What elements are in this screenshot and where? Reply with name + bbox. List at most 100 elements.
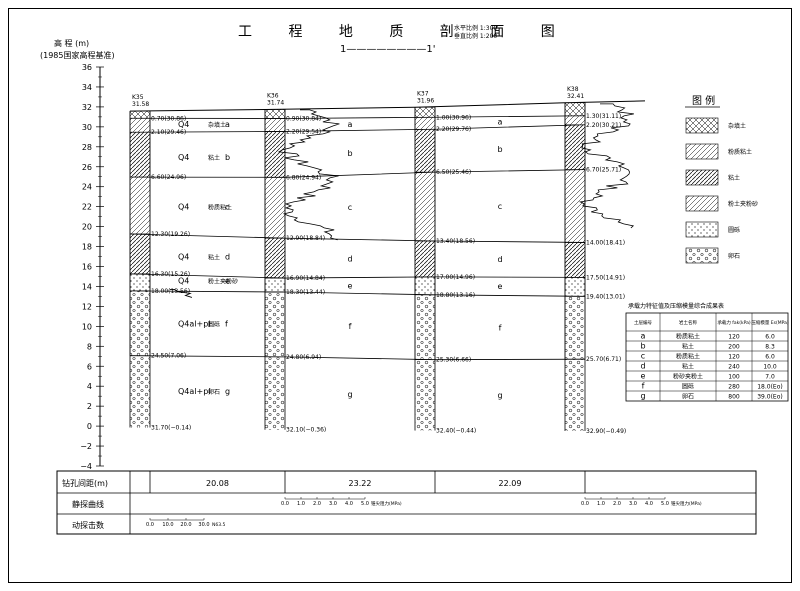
- layer-code-label: b: [497, 145, 502, 154]
- layer-code-label: d: [497, 255, 502, 264]
- y-tick-label: 2: [87, 402, 92, 411]
- y-tick-label: 14: [82, 282, 92, 291]
- borehole-layer: [414, 276, 436, 296]
- table-cell: f: [642, 382, 645, 391]
- table-cell: 120: [728, 334, 740, 341]
- results-table: 承载力特征值及压缩模量综合成果表土层编号岩土名称承载力 fak(kPa)压缩模量…: [625, 302, 789, 402]
- borehole-id: K38: [567, 86, 579, 93]
- depth-label: 12.90(18.84): [286, 235, 325, 242]
- depth-label: 17.50(14.91): [586, 274, 625, 281]
- depth-label: 16.90(14.84): [286, 275, 325, 282]
- table-cell: 卵石: [682, 393, 694, 401]
- svg-text:粉土夹粉砂: 粉土夹粉砂: [208, 277, 238, 285]
- svg-text:c: c: [225, 203, 229, 212]
- svg-text:Q4: Q4: [178, 120, 189, 129]
- svg-text:粘土: 粘土: [208, 254, 220, 262]
- depth-label: 32.10(−0.36): [286, 427, 326, 434]
- borehole-layer: [414, 294, 436, 360]
- borehole-layer: [265, 356, 285, 430]
- borehole-layer: [564, 242, 586, 278]
- horizontal-scale: 水平比例 1:300: [454, 24, 497, 32]
- depth-label: 18.00(13.56): [151, 288, 190, 295]
- cpt-scale-unit: 锥尖阻力(MPa): [371, 500, 402, 507]
- table-header: 压缩模量 Es(MPa): [751, 319, 789, 326]
- depth-label: 2.20(29.54): [286, 128, 321, 135]
- cpt-scale-label: 0.0: [281, 501, 289, 507]
- y-tick-label: 0: [87, 422, 92, 431]
- cpt-scale-label: 5.0: [361, 501, 369, 507]
- borehole-K36: K3631.740.90(30.84)2.20(29.54)6.80(24.94…: [264, 92, 326, 434]
- borehole-layer: [414, 171, 436, 242]
- y-tick-label: 20: [82, 223, 92, 232]
- svg-text:粉质粘土: 粉质粘土: [208, 204, 232, 212]
- y-tick-label: 30: [82, 123, 92, 132]
- borehole-layer: [564, 277, 586, 297]
- borehole-layer: [264, 277, 286, 293]
- cpt-row-label: 静探曲线: [72, 499, 104, 509]
- drawing-title: 工 程 地 质 剖 面 图: [238, 24, 571, 40]
- depth-label: 32.90(−0.49): [586, 428, 626, 435]
- vertical-scale: 垂直比例 1:200: [454, 32, 497, 40]
- cpt-scale-label: 2.0: [613, 501, 621, 507]
- dpt-scale-label: 0.0: [146, 522, 154, 528]
- borehole-layer: [564, 296, 586, 360]
- layer-code-label: f: [349, 322, 352, 331]
- table-cell: c: [641, 352, 645, 361]
- cpt-scale-label: 2.0: [313, 501, 321, 507]
- table-cell: d: [640, 362, 645, 371]
- table-cell: 800: [728, 394, 740, 401]
- layer-code-label: a: [348, 120, 353, 129]
- y-tick-label: 12: [82, 302, 92, 311]
- table-cell: 6.0: [765, 354, 775, 361]
- y-tick-label: 8: [87, 342, 92, 351]
- y-tick-label: 4: [87, 382, 92, 391]
- svg-text:e: e: [225, 276, 230, 285]
- borehole-elevation: 31.74: [267, 99, 284, 106]
- layer-boundary-line: [129, 273, 586, 279]
- borehole-layer: [564, 169, 586, 243]
- svg-text:a: a: [225, 120, 230, 129]
- depth-label: 2.10(29.46): [151, 129, 186, 136]
- table-cell: 粉质粘土: [676, 333, 700, 341]
- cpt-scale-unit: 锥尖阻力(MPa): [671, 500, 702, 507]
- layer-boundary-line: [129, 169, 586, 178]
- dpt-scale-label: 30.0: [198, 522, 209, 528]
- borehole-layer: [129, 110, 151, 119]
- svg-text:g: g: [225, 387, 230, 396]
- cpt-scale-label: 0.0: [581, 501, 589, 507]
- depth-label: 14.00(18.41): [586, 239, 625, 246]
- cpt-scale-label: 4.0: [645, 501, 653, 507]
- legend-label: 杂填土: [728, 122, 746, 130]
- table-header: 岩土名称: [679, 319, 697, 326]
- layer-code-label: d: [347, 255, 352, 264]
- layer-boundary-line: [129, 115, 586, 119]
- borehole-layer: [129, 176, 151, 235]
- borehole-layer: [129, 233, 151, 275]
- layer-code-label: g: [347, 390, 352, 399]
- depth-label: 2.20(30.21): [586, 122, 621, 129]
- borehole-layer: [264, 109, 286, 119]
- depth-label: 18.80(13.16): [436, 292, 475, 299]
- svg-text:Q4: Q4: [178, 253, 189, 262]
- svg-text:粘土: 粘土: [208, 154, 220, 162]
- depth-label: 6.50(25.46): [436, 169, 471, 176]
- y-tick-label: 24: [82, 183, 92, 192]
- legend-item: 圆砾: [685, 221, 740, 238]
- svg-text:Q4: Q4: [178, 153, 189, 162]
- table-cell: 18.0(Eo): [757, 384, 783, 391]
- borehole-elevation: 31.58: [132, 101, 149, 108]
- depth-label: 24.80(6.94): [286, 354, 321, 361]
- borehole-K37: K3731.961.00(30.96)2.20(29.76)6.50(25.46…: [414, 90, 476, 434]
- borehole-layer: [414, 240, 436, 278]
- svg-text:Q4al+pl: Q4al+pl: [178, 319, 211, 328]
- drawing-frame: [8, 8, 792, 583]
- borehole-layer: [414, 107, 436, 118]
- borehole-layer: [564, 102, 586, 117]
- borehole-layer: [264, 118, 286, 132]
- borehole-layer: [129, 118, 151, 133]
